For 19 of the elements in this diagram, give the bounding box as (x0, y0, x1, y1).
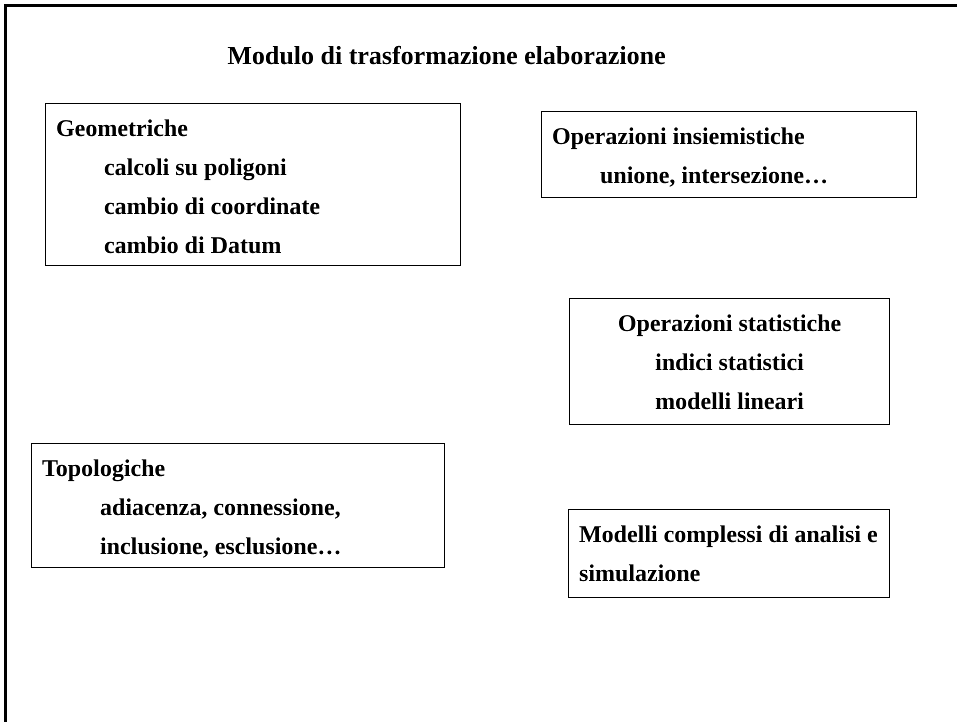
box-heading: Operazioni statistiche (618, 311, 842, 337)
text-box (568, 509, 890, 598)
box-item: indici statistici (655, 350, 804, 376)
text-box (31, 443, 445, 568)
box-item: modelli lineari (655, 389, 804, 415)
box-heading: Topologiche (42, 456, 166, 482)
box-item: unione, intersezione… (600, 163, 828, 189)
box-item: cambio di Datum (104, 233, 282, 259)
text-box (541, 111, 917, 198)
box-item: inclusione, esclusione… (100, 534, 342, 560)
title: Modulo di trasformazione elaborazione (227, 41, 666, 70)
text-box (45, 103, 461, 266)
box-item: adiacenza, connessione, (100, 495, 341, 521)
text-box (569, 298, 890, 425)
box-heading: Operazioni insiemistiche (552, 124, 805, 150)
box-item: calcoli su poligoni (104, 155, 287, 181)
box-text: Modelli complessi di analisi e simulazione (579, 522, 878, 587)
box-item: cambio di coordinate (104, 194, 320, 220)
box-heading: Geometriche (56, 116, 188, 142)
